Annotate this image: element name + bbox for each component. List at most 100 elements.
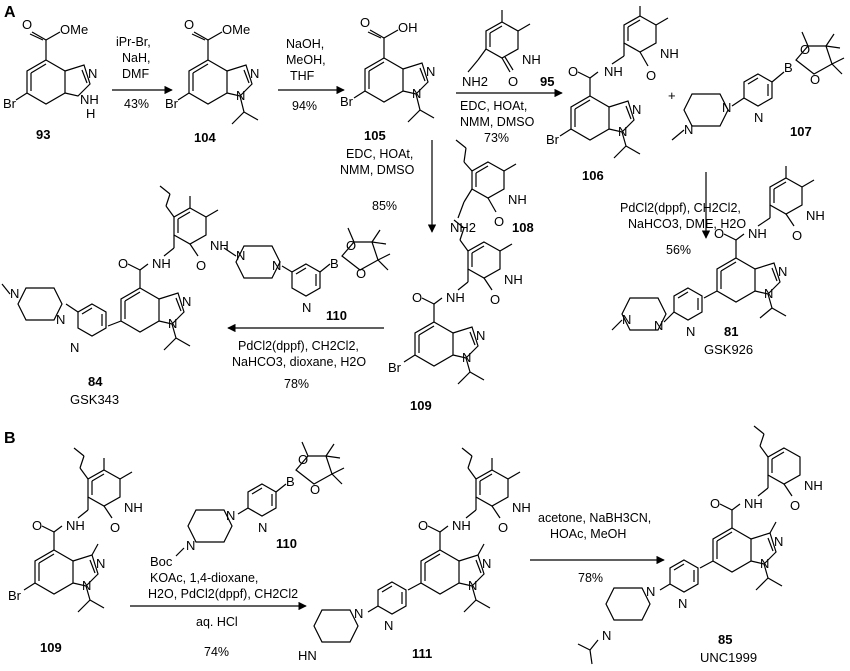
reagent-line: DMF [122, 67, 149, 81]
reaction-arrow-3: EDC, HOAt, NMM, DMSO 73% [456, 88, 563, 145]
n-label: N [226, 508, 235, 523]
compound-105: O OH Br N N 105 [340, 15, 435, 143]
reagent-line: NaHCO3, DME, H2O [628, 217, 746, 231]
nh-label: NH [446, 290, 465, 305]
reaction-arrow-5: PdCl2(dppf), CH2Cl2, NaHCO3, DME, H2O 56… [620, 172, 746, 257]
oxygen-label: O [498, 520, 508, 535]
n-label: N [618, 124, 627, 139]
reagent-line: NaH, [122, 51, 150, 65]
reaction-arrow-2: NaOH, MeOH, THF 94% [278, 37, 345, 113]
nh-label: NH [210, 238, 229, 253]
bromo-label: Br [165, 96, 179, 111]
compound-number: 106 [582, 168, 604, 183]
reaction-arrow-1: iPr-Br, NaH, DMF 43% [112, 35, 173, 111]
nh-label: NH [152, 256, 171, 271]
yield-label: 78% [578, 571, 603, 585]
compound-108: NH2 O NH 108 [450, 139, 534, 235]
compound-number: 110 [326, 308, 347, 323]
reagent-line: aq. HCl [196, 615, 238, 629]
n-label: N [272, 258, 281, 273]
n-label: N [468, 578, 477, 593]
n-label: N [236, 248, 245, 263]
compound-name: UNC1999 [700, 650, 757, 665]
yield-label: 94% [292, 99, 317, 113]
reagent-line: THF [290, 69, 315, 83]
bromo-label: Br [8, 588, 22, 603]
oxygen-label: O [494, 214, 504, 229]
reagent-line: NMM, DMSO [340, 163, 415, 177]
compound-number: 108 [512, 220, 534, 235]
n-label: N [88, 66, 97, 81]
reaction-arrow-6: PdCl2(dppf), CH2Cl2, NaHCO3, dioxane, H2… [227, 323, 384, 391]
n-label: N [678, 596, 687, 611]
reaction-arrow-4: EDC, HOAt, NMM, DMSO 85% [340, 140, 437, 233]
n-label: N [654, 318, 663, 333]
n-label: N [258, 520, 267, 535]
nh-label: NH [748, 226, 767, 241]
compound-106: O NH NH O Br N N 106 [546, 6, 679, 183]
n-label: N [186, 538, 195, 553]
oxygen-label: O [310, 482, 320, 497]
reagent-line: NaHCO3, dioxane, H2O [232, 355, 366, 369]
oxygen-label: O [196, 258, 206, 273]
oxygen-label: O [810, 72, 820, 87]
compound-84: O NH NH O N N N N N 84 GSK343 [1, 185, 229, 407]
compound-81: O NH NH O N N N N N 81 GSK926 [611, 166, 825, 357]
n-label: N [168, 316, 177, 331]
nh-label: NH [66, 518, 85, 533]
amine-label: NH2 [462, 74, 488, 89]
compound-number: 95 [540, 74, 554, 89]
n-label: N [760, 556, 769, 571]
yield-label: 78% [284, 377, 309, 391]
n-label: N [646, 584, 655, 599]
oxygen-label: O [32, 518, 42, 533]
compound-109: O NH NH O Br N N 109 [388, 219, 523, 413]
reagent-line: NMM, DMSO [460, 115, 535, 129]
yield-label: 74% [204, 645, 229, 659]
oxygen-label: O [22, 17, 32, 32]
reagent-line: PdCl2(dppf), CH2Cl2, [620, 201, 741, 215]
compound-85: O NH NH O N N N N N 85 UNC1999 [577, 425, 823, 665]
nh-label: NH [452, 518, 471, 533]
reaction-arrow-7: KOAc, 1,4-dioxane, H2O, PdCl2(dppf), CH2… [130, 571, 307, 659]
reagent-line: KOAc, 1,4-dioxane, [150, 571, 258, 585]
yield-label: 73% [484, 131, 509, 145]
oxygen-label: O [710, 496, 720, 511]
boron-label: B [784, 60, 793, 75]
nh-label: NH [80, 92, 99, 107]
n-label: N [412, 86, 421, 101]
boron-label: B [286, 474, 295, 489]
n-label: N [684, 122, 693, 137]
nh-label: NH [804, 478, 823, 493]
compound-number: 104 [194, 130, 216, 145]
n-label: N [96, 556, 105, 571]
nh-label: NH [744, 496, 763, 511]
n-label: N [632, 102, 641, 117]
oxygen-label: O [110, 520, 120, 535]
n-label: N [236, 88, 245, 103]
h-label: H [86, 106, 95, 121]
compound-93: O OMe Br N NH H 93 [3, 17, 99, 142]
panel-label-a: A [4, 4, 16, 21]
compound-110-b: B O O N N N Boc 110 [150, 441, 345, 569]
compound-number: 105 [364, 128, 386, 143]
n-label: N [482, 556, 491, 571]
compound-number: 111 [412, 646, 432, 661]
n-label: N [182, 294, 191, 309]
n-label: N [778, 264, 787, 279]
n-label: N [754, 110, 763, 125]
n-label: N [10, 286, 19, 301]
nh-label: NH [512, 500, 531, 515]
reagent-line: EDC, HOAt, [460, 99, 527, 113]
oxygen-label: O [790, 498, 800, 513]
bromo-label: Br [546, 132, 560, 147]
nh-label: NH [604, 64, 623, 79]
n-label: N [302, 300, 311, 315]
reagent-line: EDC, HOAt, [346, 147, 413, 161]
n-label: N [82, 578, 91, 593]
oxygen-label: O [490, 292, 500, 307]
compound-number: 109 [40, 640, 62, 655]
n-label: N [622, 312, 631, 327]
nh-label: NH [806, 208, 825, 223]
